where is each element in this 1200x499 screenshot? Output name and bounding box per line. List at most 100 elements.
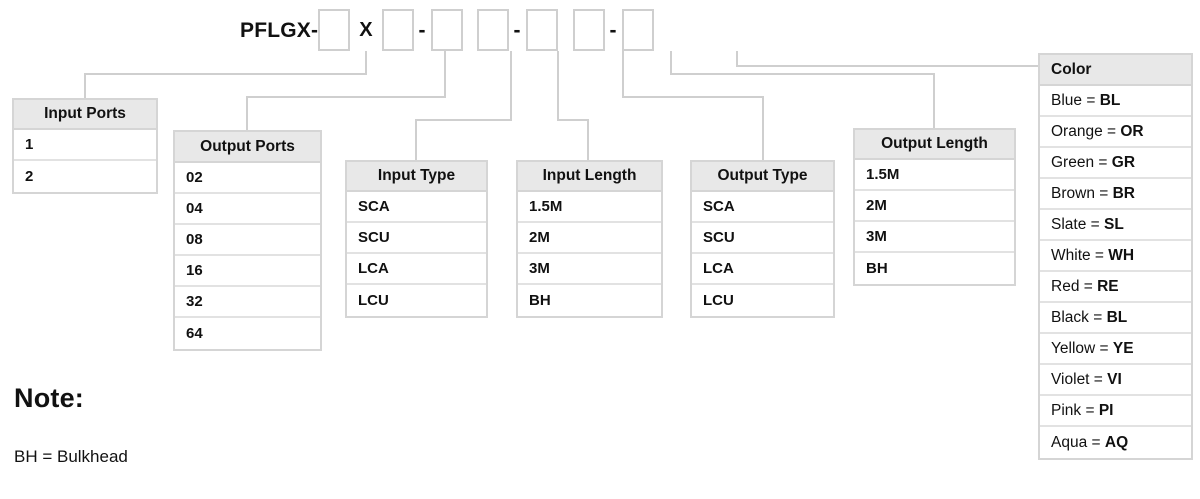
- table-row[interactable]: 64: [175, 318, 320, 349]
- table-row[interactable]: 16: [175, 256, 320, 287]
- pn-slot-output-length[interactable]: [572, 9, 605, 51]
- table-row[interactable]: SCA: [692, 192, 833, 223]
- table-row[interactable]: 3M: [518, 254, 661, 285]
- table-row[interactable]: LCA: [347, 254, 486, 285]
- color-name: Aqua: [1051, 433, 1088, 451]
- part-number-separator-1: -: [418, 18, 426, 42]
- color-equals: =: [1094, 153, 1112, 171]
- table-row[interactable]: 08: [175, 225, 320, 256]
- table-output-type: Output Type SCA SCU LCA LCU: [690, 160, 835, 318]
- color-name: Green: [1051, 153, 1095, 171]
- color-name: Violet: [1051, 370, 1090, 388]
- connector-input-ports: [84, 51, 367, 98]
- table-row[interactable]: 1.5M: [855, 160, 1014, 191]
- part-number-multiplier: X: [359, 19, 373, 41]
- color-equals: =: [1102, 122, 1121, 140]
- color-name: Pink: [1051, 401, 1082, 419]
- note-title: Note:: [14, 383, 84, 413]
- color-name: Slate: [1051, 215, 1087, 233]
- color-equals: =: [1086, 215, 1105, 233]
- table-row[interactable]: SCU: [347, 223, 486, 254]
- table-row[interactable]: Pink = PI: [1040, 396, 1191, 427]
- table-row[interactable]: White = WH: [1040, 241, 1191, 272]
- table-input-type-header: Input Type: [347, 162, 486, 192]
- table-output-ports-header: Output Ports: [175, 132, 320, 163]
- connector-output-ports: [246, 51, 446, 130]
- color-equals: =: [1090, 246, 1109, 264]
- table-row[interactable]: Aqua = AQ: [1040, 427, 1191, 458]
- color-equals: =: [1095, 339, 1113, 357]
- table-row[interactable]: SCU: [692, 223, 833, 254]
- color-equals: =: [1087, 433, 1105, 451]
- table-row[interactable]: LCA: [692, 254, 833, 285]
- color-equals: =: [1081, 401, 1099, 419]
- pn-slot-input-length[interactable]: [476, 9, 509, 51]
- connector-color: [736, 51, 1038, 67]
- table-input-ports: Input Ports 1 2: [12, 98, 158, 194]
- connector-output-type: [622, 51, 764, 160]
- table-color-header: Color: [1040, 55, 1191, 86]
- color-equals: =: [1089, 370, 1108, 388]
- color-name: Black: [1051, 308, 1089, 326]
- pn-slot-color[interactable]: [621, 9, 654, 51]
- part-number-row: PFLGX- X - - -: [240, 8, 654, 52]
- table-input-length: Input Length 1.5M 2M 3M BH: [516, 160, 663, 318]
- color-equals: =: [1094, 184, 1113, 202]
- color-name: Orange: [1051, 122, 1103, 140]
- color-code: VI: [1107, 370, 1122, 388]
- table-output-length-header: Output Length: [855, 130, 1014, 160]
- color-code: OR: [1120, 122, 1144, 140]
- table-row[interactable]: 1: [14, 130, 156, 161]
- note-line: BH = Bulkhead: [14, 447, 128, 466]
- table-row[interactable]: 1.5M: [518, 192, 661, 223]
- part-number-prefix: PFLGX-: [240, 18, 319, 42]
- table-row[interactable]: 2M: [518, 223, 661, 254]
- table-row[interactable]: Brown = BR: [1040, 179, 1191, 210]
- color-code: SL: [1104, 215, 1124, 233]
- table-output-ports: Output Ports 02 04 08 16 32 64: [173, 130, 322, 351]
- table-row[interactable]: Red = RE: [1040, 272, 1191, 303]
- pn-slot-input-type[interactable]: [430, 9, 463, 51]
- table-row[interactable]: Black = BL: [1040, 303, 1191, 334]
- table-output-type-header: Output Type: [692, 162, 833, 192]
- table-row[interactable]: 32: [175, 287, 320, 318]
- table-row[interactable]: BH: [518, 285, 661, 316]
- table-row[interactable]: 3M: [855, 222, 1014, 253]
- table-row[interactable]: Blue = BL: [1040, 86, 1191, 117]
- table-output-length: Output Length 1.5M 2M 3M BH: [853, 128, 1016, 286]
- color-code: BR: [1112, 184, 1135, 202]
- color-name: Red: [1051, 277, 1080, 295]
- part-number-separator-2: -: [513, 18, 521, 42]
- table-row[interactable]: Yellow = YE: [1040, 334, 1191, 365]
- table-row[interactable]: Green = GR: [1040, 148, 1191, 179]
- pn-slot-output-ports[interactable]: [381, 9, 414, 51]
- color-code: PI: [1098, 401, 1114, 419]
- table-row[interactable]: Slate = SL: [1040, 210, 1191, 241]
- color-code: AQ: [1104, 433, 1129, 451]
- color-code: YE: [1112, 339, 1134, 357]
- pn-slot-output-type[interactable]: [525, 9, 558, 51]
- table-row[interactable]: 2M: [855, 191, 1014, 222]
- color-equals: =: [1088, 308, 1107, 326]
- table-row[interactable]: 04: [175, 194, 320, 225]
- table-row[interactable]: LCU: [692, 285, 833, 316]
- color-code: RE: [1097, 277, 1119, 295]
- color-code: WH: [1108, 246, 1135, 264]
- color-code: BL: [1106, 308, 1128, 326]
- table-row[interactable]: 2: [14, 161, 156, 192]
- table-row[interactable]: SCA: [347, 192, 486, 223]
- table-row[interactable]: 02: [175, 163, 320, 194]
- color-name: Blue: [1051, 91, 1083, 109]
- connector-input-length: [557, 51, 589, 160]
- table-input-ports-header: Input Ports: [14, 100, 156, 130]
- connector-input-type: [415, 51, 512, 160]
- color-equals: =: [1082, 91, 1100, 109]
- table-row[interactable]: Violet = VI: [1040, 365, 1191, 396]
- table-input-length-header: Input Length: [518, 162, 661, 192]
- table-row[interactable]: LCU: [347, 285, 486, 316]
- pn-slot-input-ports[interactable]: [318, 9, 351, 51]
- table-row[interactable]: Orange = OR: [1040, 117, 1191, 148]
- table-row[interactable]: BH: [855, 253, 1014, 284]
